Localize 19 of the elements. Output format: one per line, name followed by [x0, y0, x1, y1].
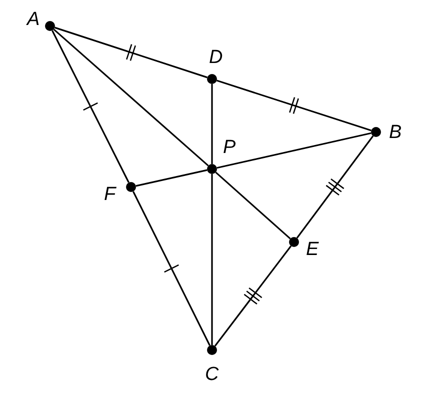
- point-label: F: [104, 185, 116, 205]
- line-segment: [211, 84, 213, 164]
- point-label: A: [27, 10, 40, 30]
- line-segment: [132, 191, 210, 346]
- point-label: B: [389, 123, 402, 143]
- line-segment: [136, 169, 208, 187]
- line-segment: [214, 246, 292, 346]
- line-segment: [296, 136, 374, 238]
- line-segment: [53, 28, 209, 166]
- point-label: C: [205, 365, 219, 385]
- line-segment: [54, 26, 208, 78]
- line-segment: [52, 30, 130, 183]
- line-segment: [216, 132, 372, 169]
- line-segment: [211, 174, 213, 345]
- line-segment: [216, 80, 372, 132]
- point-label: D: [209, 48, 223, 68]
- line-segment: [215, 172, 291, 240]
- point-label: P: [223, 138, 236, 158]
- point-label: E: [306, 240, 319, 260]
